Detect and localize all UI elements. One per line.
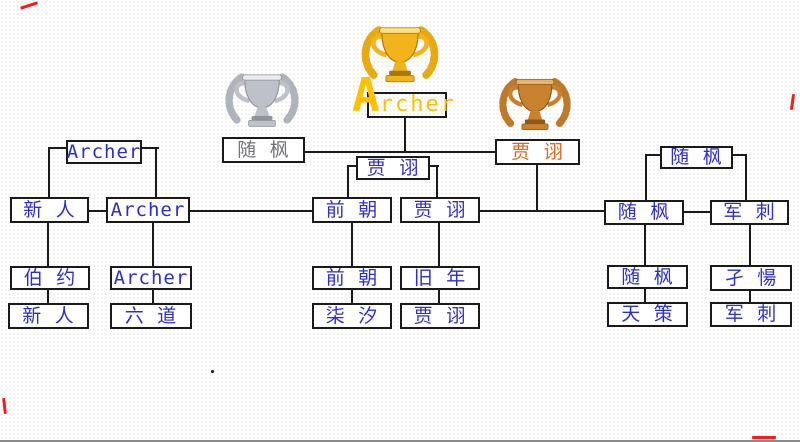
connector-line: [480, 210, 606, 212]
bracket-box-tiance: 天 策: [607, 302, 688, 327]
bracket-box-semi-right-suifeng: 随 枫: [660, 146, 733, 169]
champion-initial: A: [352, 68, 380, 122]
connector-line: [188, 210, 314, 212]
connector-line: [645, 154, 662, 156]
connector-line: [428, 165, 439, 167]
connector-line: [436, 165, 438, 199]
bracket-box-jieti: 孑 愓: [710, 265, 792, 291]
bronze-trophy-icon: [502, 79, 568, 130]
connector-line: [351, 222, 353, 266]
connector-line: [155, 147, 157, 199]
bracket-box-bottom-xinren: 新 人: [8, 303, 89, 329]
red-annotation-mark: [752, 436, 776, 439]
red-annotation-mark: [2, 397, 7, 415]
champion-rest: rcher: [379, 92, 456, 117]
bracket-box-liudao: 六 道: [110, 303, 192, 329]
bracket-box-qixi: 柒 汐: [312, 303, 392, 329]
connector-line: [347, 165, 349, 199]
bracket-box-row-qianchao: 前 朝: [312, 197, 392, 223]
stray-dot: [211, 370, 214, 373]
connector-line: [745, 154, 747, 202]
connector-line: [140, 147, 159, 149]
bracket-box-bronze-jiaxu: 贾 诩: [495, 139, 580, 165]
connector-line: [347, 165, 358, 167]
bracket-box-jiunian: 旧 年: [400, 266, 480, 290]
bracket-box-row-jiaxu: 贾 诩: [400, 197, 480, 223]
connector-line: [645, 154, 647, 202]
connector-line: [749, 290, 751, 303]
connector-line: [404, 117, 406, 153]
connector-line: [731, 154, 747, 156]
connector-line: [47, 222, 49, 266]
bracket-box-row-archer: Archer: [106, 197, 190, 223]
connector-line: [48, 147, 50, 199]
bracket-box-semi-left-archer: Archer: [66, 140, 142, 164]
bracket-box-row-suifeng: 随 枫: [604, 200, 684, 225]
connector-line: [749, 224, 751, 266]
silver-trophy-icon: [229, 74, 295, 127]
connector-line: [644, 224, 646, 266]
bracket-box-mid-jiaxu: 贾 诩: [356, 156, 430, 180]
connector-line: [644, 288, 646, 303]
connector-line: [47, 289, 49, 304]
bracket-box-bottom-junci: 军 刺: [710, 302, 792, 327]
bracket-box-bottom-jiaxu: 贾 诩: [400, 303, 480, 329]
connector-line: [152, 222, 154, 266]
bracket-box-lower-archer: Archer: [110, 266, 192, 290]
connector-line: [152, 289, 154, 304]
red-annotation-mark: [789, 93, 796, 111]
connector-line: [88, 210, 106, 212]
bracket-box-lower-qianchao: 前 朝: [312, 266, 392, 290]
bracket-box-champion-archer: [367, 92, 447, 118]
connector-line: [536, 164, 538, 212]
bracket-box-boyue: 伯 约: [10, 266, 90, 290]
connector-line: [48, 147, 68, 149]
connector-line: [351, 289, 353, 304]
connector-line: [305, 151, 496, 153]
bracket-box-row-junci: 军 刺: [710, 200, 789, 225]
bracket-box-lower-suifeng: 随 枫: [607, 265, 688, 289]
connector-line: [438, 289, 440, 304]
connector-line: [683, 211, 711, 213]
connector-line: [438, 222, 440, 266]
bracket-box-silver-suifeng: 随 枫: [222, 137, 305, 163]
red-annotation-mark: [19, 1, 39, 10]
slide-bottom-edge: [0, 440, 800, 442]
bracket-box-row-xinren: 新 人: [10, 197, 89, 223]
